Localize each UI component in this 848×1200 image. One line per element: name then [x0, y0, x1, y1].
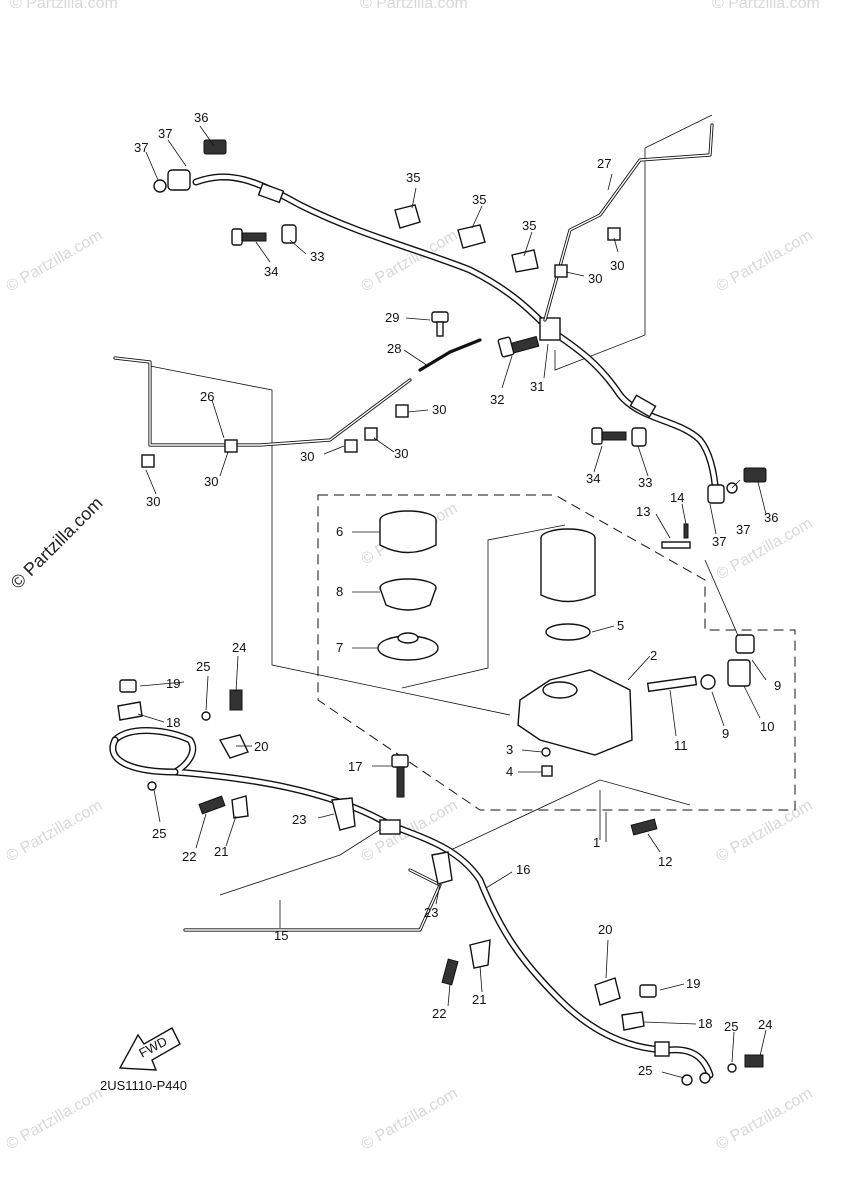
callout-36: 36 — [194, 110, 208, 125]
master-cylinder — [377, 510, 755, 777]
diagram-code: 2US1110-P440 — [100, 1078, 187, 1093]
callout-2: 2 — [650, 648, 657, 663]
callout-23: 23 — [424, 905, 438, 920]
callouts: 1 2 3 4 5 6 7 8 9 9 10 11 12 13 14 15 16… — [134, 110, 781, 1078]
callout-28: 28 — [387, 341, 401, 356]
callout-10: 10 — [760, 719, 774, 734]
callout-29: 29 — [385, 310, 399, 325]
callout-30: 30 — [432, 402, 446, 417]
watermark: © Partzilla.com — [360, 0, 468, 12]
reference-lines — [149, 114, 741, 896]
callout-25: 25 — [638, 1063, 652, 1078]
callout-24: 24 — [232, 640, 246, 655]
watermark: © Partzilla.com — [10, 0, 118, 12]
callout-3: 3 — [506, 742, 513, 757]
callout-7: 7 — [336, 640, 343, 655]
callout-30: 30 — [146, 494, 160, 509]
callout-35: 35 — [472, 192, 486, 207]
watermark: © Partzilla.com — [4, 227, 106, 296]
callout-8: 8 — [336, 584, 343, 599]
callout-leaders — [137, 125, 767, 1079]
callout-5: 5 — [617, 618, 624, 633]
callout-1: 1 — [593, 835, 600, 850]
callout-34: 34 — [586, 471, 600, 486]
callout-15: 15 — [274, 928, 288, 943]
watermark: © Partzilla.com — [359, 1085, 461, 1154]
callout-14: 14 — [670, 490, 684, 505]
callout-30: 30 — [204, 474, 218, 489]
callout-25: 25 — [152, 826, 166, 841]
callout-30: 30 — [300, 449, 314, 464]
watermark: © Partzilla.com — [4, 797, 106, 866]
callout-26: 26 — [200, 389, 214, 404]
callout-12: 12 — [658, 854, 672, 869]
callout-17: 17 — [348, 759, 362, 774]
watermark-main: © Partzilla.com — [7, 493, 107, 593]
callout-22: 22 — [182, 849, 196, 864]
clamps — [141, 204, 647, 468]
upper-brake-hose — [153, 139, 767, 504]
callout-30: 30 — [588, 271, 602, 286]
callout-36: 36 — [764, 510, 778, 525]
watermark: © Partzilla.com — [714, 1085, 816, 1154]
watermark: © Partzilla.com — [712, 0, 820, 12]
watermark: © Partzilla.com — [714, 515, 816, 584]
callout-21: 21 — [214, 844, 228, 859]
callout-35: 35 — [522, 218, 536, 233]
callout-30: 30 — [610, 258, 624, 273]
callout-37: 37 — [736, 522, 750, 537]
callout-31: 31 — [530, 379, 544, 394]
fwd-arrow: FWD — [118, 1027, 181, 1071]
callout-35: 35 — [406, 170, 420, 185]
callout-9: 9 — [774, 678, 781, 693]
callout-27: 27 — [597, 156, 611, 171]
callout-33: 33 — [310, 249, 324, 264]
callout-37: 37 — [134, 140, 148, 155]
callout-30: 30 — [394, 446, 408, 461]
callout-13: 13 — [636, 504, 650, 519]
callout-22: 22 — [432, 1006, 446, 1021]
callout-16: 16 — [516, 862, 530, 877]
watermark: © Partzilla.com — [4, 1085, 106, 1154]
watermark: © Partzilla.com — [714, 797, 816, 866]
callout-18: 18 — [698, 1016, 712, 1031]
callout-20: 20 — [598, 922, 612, 937]
callout-20: 20 — [254, 739, 268, 754]
callout-24: 24 — [758, 1017, 772, 1032]
callout-19: 19 — [686, 976, 700, 991]
callout-18: 18 — [166, 715, 180, 730]
callout-33: 33 — [638, 475, 652, 490]
callout-19: 19 — [166, 676, 180, 691]
watermark: © Partzilla.com — [714, 227, 816, 296]
callout-32: 32 — [490, 392, 504, 407]
lower-brake-hose — [109, 727, 714, 1084]
callout-4: 4 — [506, 764, 513, 779]
callout-37: 37 — [712, 534, 726, 549]
assembly-outline — [317, 494, 796, 811]
callout-6: 6 — [336, 524, 343, 539]
callout-25: 25 — [724, 1019, 738, 1034]
callout-21: 21 — [472, 992, 486, 1007]
callout-11: 11 — [674, 738, 688, 753]
callout-34: 34 — [264, 264, 278, 279]
callout-25: 25 — [196, 659, 210, 674]
callout-23: 23 — [292, 812, 306, 827]
callout-9: 9 — [722, 726, 729, 741]
callout-37: 37 — [158, 126, 172, 141]
bolts — [117, 228, 764, 1086]
